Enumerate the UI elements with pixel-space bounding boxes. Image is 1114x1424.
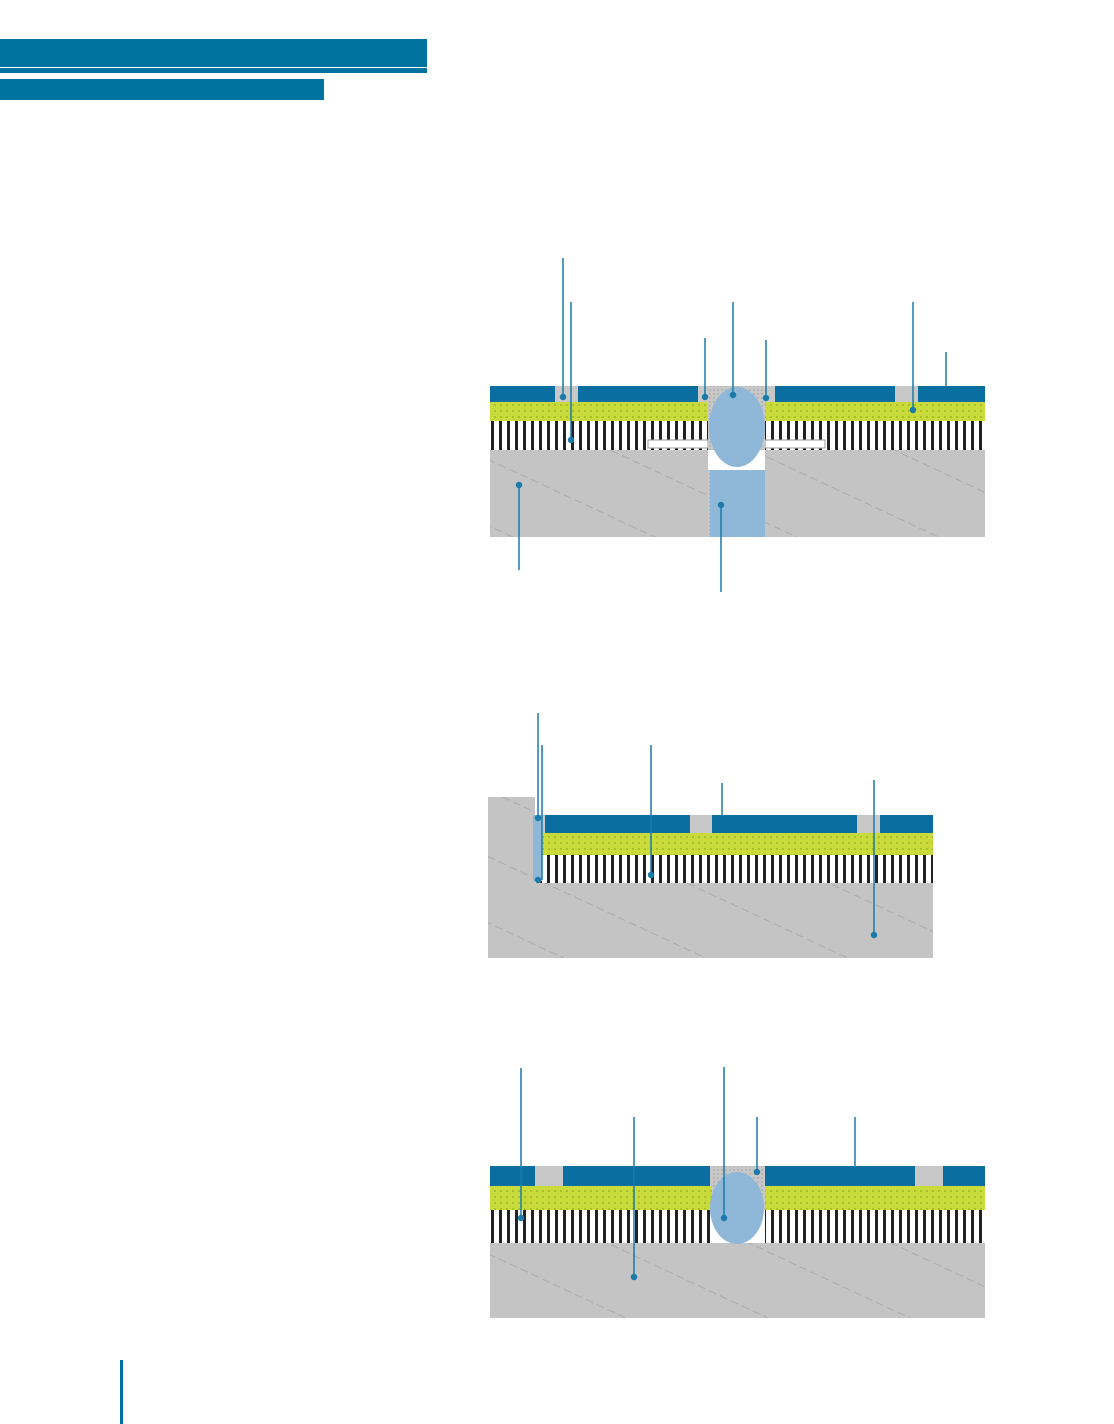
figure-wall-edge (488, 797, 933, 958)
figure-movement-joint (490, 1166, 985, 1318)
header-bar-sub (0, 79, 324, 100)
header-bar-top (0, 39, 427, 67)
figure-expansion-joint (490, 386, 985, 537)
header-bar-rule (0, 68, 427, 73)
leader-lines (515, 258, 947, 1281)
page-margin-rule (120, 1360, 123, 1424)
